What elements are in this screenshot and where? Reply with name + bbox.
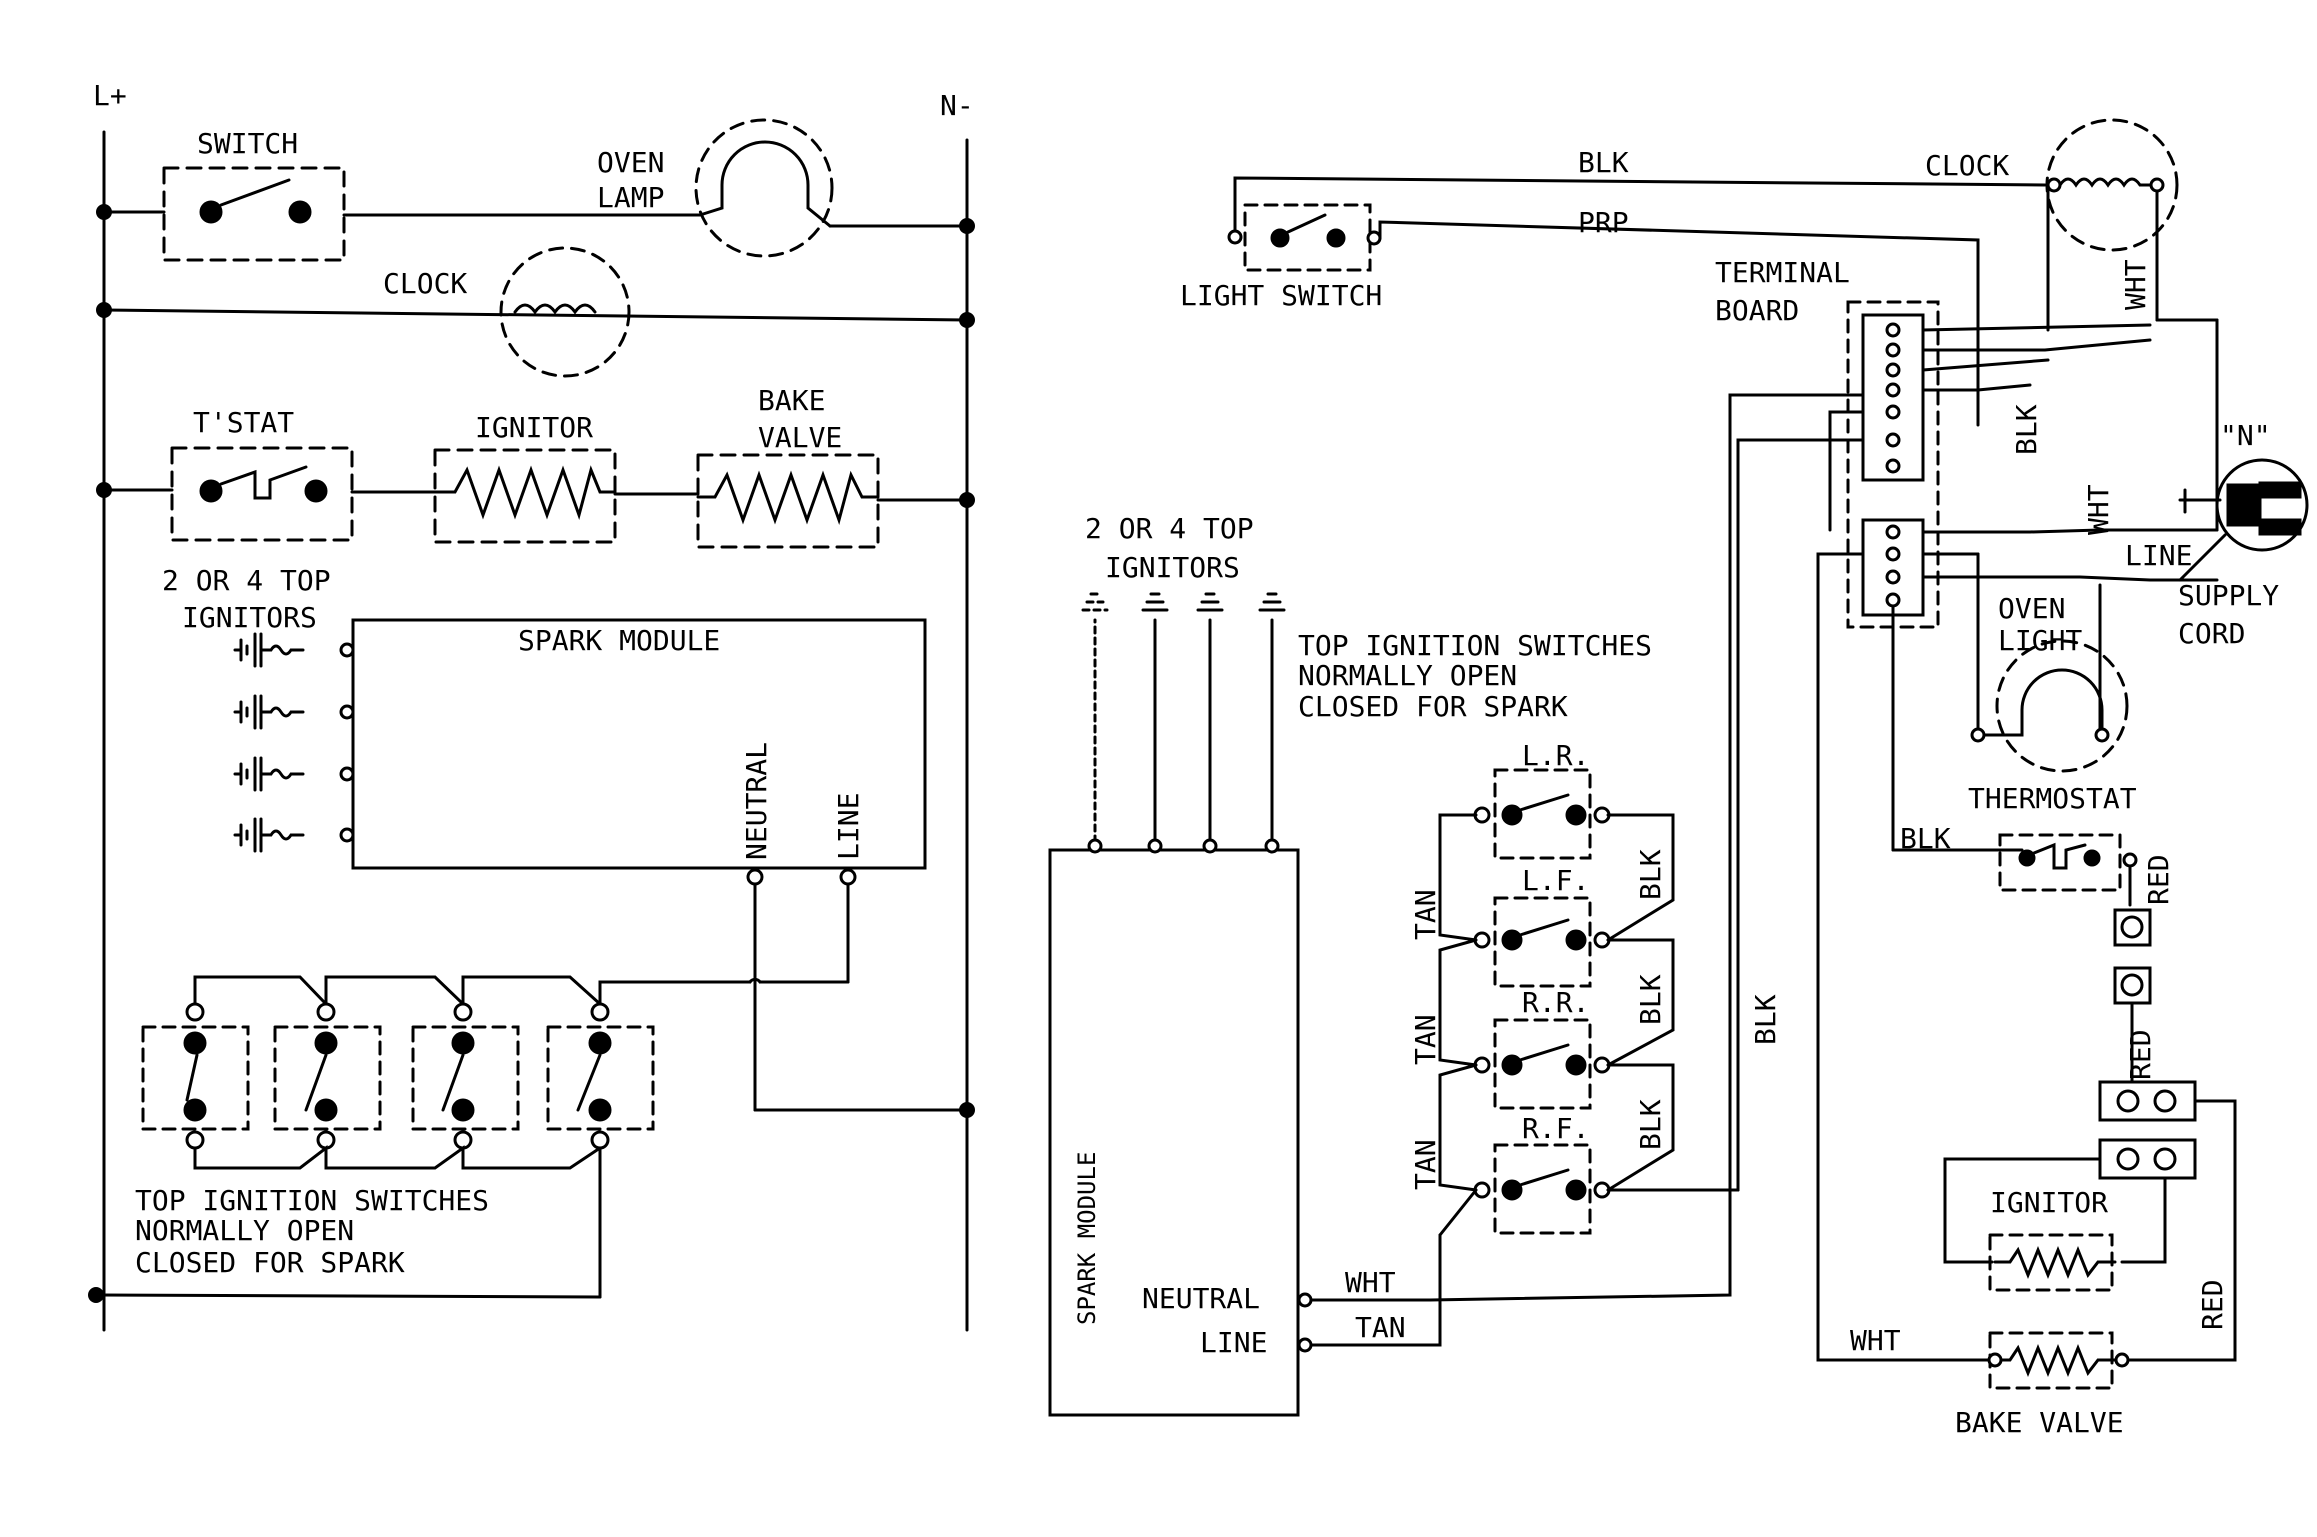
spark-module-label: SPARK MODULE — [518, 624, 720, 657]
wht-terminal-label: WHT — [2082, 484, 2115, 535]
wiring-oven-light-dashed — [1995, 639, 2129, 773]
wht-spark-label: WHT — [1345, 1266, 1396, 1299]
ignitor-label: IGNITOR — [475, 411, 593, 444]
lf-label: L.F. — [1522, 864, 1589, 897]
thermostat-label: THERMOSTAT — [1968, 782, 2137, 815]
red-label-2: RED — [2124, 1029, 2157, 1080]
ignitor-box — [433, 448, 617, 544]
red-label-3: RED — [2196, 1279, 2229, 1330]
tan-label-1: TAN — [1409, 889, 1442, 940]
blk-top-label: BLK — [1578, 146, 1629, 179]
wiring-oven-light-icon — [1976, 668, 2104, 737]
light-switch-box — [1243, 203, 1372, 272]
bake-valve-label-1: BAKE — [758, 384, 825, 417]
bake-valve-box — [696, 453, 880, 549]
oven-light-label-2: LIGHT — [1998, 624, 2082, 657]
tan-spark-label: TAN — [1355, 1311, 1406, 1344]
switch-box — [162, 166, 346, 262]
burner-switches — [1438, 768, 1740, 1302]
wiring-layout — [1048, 118, 2309, 1417]
wiring-top-ignition-label-3: CLOSED FOR SPARK — [1298, 690, 1568, 723]
n-minus-label: N- — [940, 89, 974, 122]
blk-label-3: BLK — [1634, 1099, 1667, 1150]
n-mark-label: "N" — [2220, 419, 2271, 452]
blk-label-4: BLK — [1749, 994, 1782, 1045]
tan-label-3: TAN — [1409, 1139, 1442, 1190]
lr-label: L.R. — [1522, 739, 1589, 772]
supply-cord-plug — [2215, 458, 2309, 552]
l-plus-label: L+ — [93, 79, 127, 112]
thermostat-box — [1998, 833, 2122, 892]
ignitors-label-2: IGNITORS — [182, 601, 317, 634]
red-label-1: RED — [2142, 854, 2175, 905]
wiring-ignitors-label-1: 2 OR 4 TOP — [1085, 512, 1254, 545]
light-switch-label: LIGHT SWITCH — [1180, 279, 1382, 312]
tstat-label: T'STAT — [193, 406, 294, 439]
supply-cord-label-1: SUPPLY — [2178, 579, 2279, 612]
wiring-spark-module-box — [1048, 848, 1300, 1417]
blk-thermostat-label: BLK — [1900, 822, 1951, 855]
clock-label: CLOCK — [383, 267, 467, 300]
oven-lamp-dashed — [694, 118, 834, 258]
tstat-box — [170, 446, 354, 542]
neutral-label: NEUTRAL — [740, 742, 773, 860]
wiring-top-ignition-label-2: NORMALLY OPEN — [1298, 659, 1517, 692]
wiring-ignitor-label: IGNITOR — [1990, 1186, 2108, 1219]
wiring-top-ignition-label-1: TOP IGNITION SWITCHES — [1298, 629, 1652, 662]
wiring-ignitors-label-2: IGNITORS — [1105, 551, 1240, 584]
wiring-ignitor-leads — [1081, 592, 1286, 854]
top-ignition-label-2: NORMALLY OPEN — [135, 1214, 354, 1247]
blk-label-1: BLK — [1634, 849, 1667, 900]
rf-label: R.F. — [1522, 1112, 1589, 1145]
oven-lamp-label-1: OVEN — [597, 146, 664, 179]
wiring-clock-label: CLOCK — [1925, 149, 2009, 182]
wiring-labels: BLK PRP CLOCK LIGHT SWITCH TERMINAL BOAR… — [1073, 146, 2279, 1439]
ladder-diagram — [88, 118, 975, 1332]
line-cord-label: LINE — [2125, 539, 2192, 572]
ladder-labels: L+ N- SWITCH OVEN LAMP CLOCK T'STAT IGNI… — [93, 79, 974, 1279]
wiring-spark-module-label: SPARK MODULE — [1073, 1152, 1101, 1325]
wiring-line-label: LINE — [1200, 1326, 1267, 1359]
line-label: LINE — [832, 793, 865, 860]
tan-label-2: TAN — [1409, 1014, 1442, 1065]
top-ignition-label-3: CLOSED FOR SPARK — [135, 1246, 405, 1279]
ignitor-resistor-icon — [433, 465, 617, 521]
clock-dashed — [499, 246, 631, 378]
terminal-label-2: BOARD — [1715, 294, 1799, 327]
prp-label: PRP — [1578, 206, 1629, 239]
clock-coil-icon — [513, 303, 597, 315]
oven-light-label-1: OVEN — [1998, 592, 2065, 625]
terminal-label-1: TERMINAL — [1715, 256, 1850, 289]
blk-label-2: BLK — [1634, 974, 1667, 1025]
top-ignition-switches — [98, 975, 752, 1299]
top-ignition-label-1: TOP IGNITION SWITCHES — [135, 1184, 489, 1217]
oven-lamp-label-2: LAMP — [597, 181, 664, 214]
wiring-neutral-label: NEUTRAL — [1142, 1282, 1260, 1315]
rr-label: R.R. — [1522, 986, 1589, 1019]
ignitors-label-1: 2 OR 4 TOP — [162, 564, 331, 597]
bake-valve-label-2: VALVE — [758, 421, 842, 454]
switch-label: SWITCH — [197, 127, 298, 160]
bake-valve-resistor-icon — [696, 470, 880, 526]
supply-cord-label-2: CORD — [2178, 617, 2245, 650]
oven-lamp-icon — [698, 140, 832, 228]
wht-clock-label: WHT — [2119, 259, 2152, 310]
ignitor-leads — [233, 632, 355, 853]
bake-valve-label: BAKE VALVE — [1955, 1406, 2124, 1439]
wht-bake-label: WHT — [1850, 1324, 1901, 1357]
spark-module-box — [351, 618, 927, 870]
blk-terminal-label: BLK — [2010, 404, 2043, 455]
